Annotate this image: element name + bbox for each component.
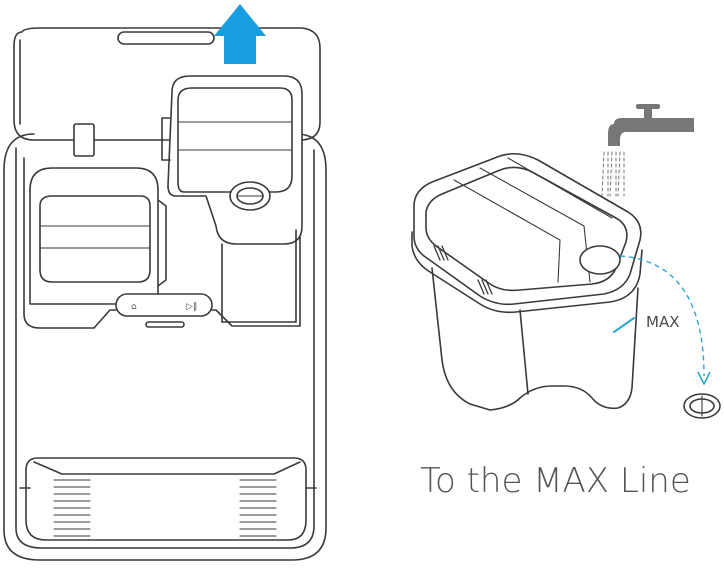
max-label: MAX: [646, 313, 679, 331]
stroke: [437, 245, 445, 261]
stroke: [609, 151, 613, 197]
station-lid: [13, 27, 321, 141]
station-body: [3, 123, 327, 561]
stroke: [477, 279, 485, 295]
tank-cap-detached: [683, 393, 721, 419]
stroke: [433, 245, 441, 261]
vent-left: [53, 479, 91, 537]
home-icon: ⌂: [131, 302, 137, 312]
caption: To the MAX Line: [420, 461, 691, 501]
fill-guide-arrow: [619, 255, 711, 385]
water-stream: [601, 151, 625, 197]
tank-latch: [433, 245, 493, 295]
dirty-water-tank: [161, 75, 303, 323]
max-line-mark: [613, 317, 635, 333]
base-station: ⌂ ▷‖: [3, 4, 327, 561]
stroke: [441, 245, 449, 261]
clean-water-tank: [29, 167, 167, 305]
control-panel: ⌂ ▷‖: [115, 293, 213, 328]
stroke: [485, 279, 493, 295]
water-tank: [411, 152, 643, 411]
base-tray: [19, 457, 317, 541]
vent-right: [239, 479, 277, 537]
stroke: [617, 151, 621, 197]
lift-up-arrow-icon: [214, 4, 266, 64]
play-pause-icon: ▷‖: [186, 302, 197, 312]
stroke: [601, 151, 605, 197]
stroke: [481, 279, 489, 295]
water-tap: [601, 104, 694, 197]
lid-hinge: [73, 123, 95, 157]
